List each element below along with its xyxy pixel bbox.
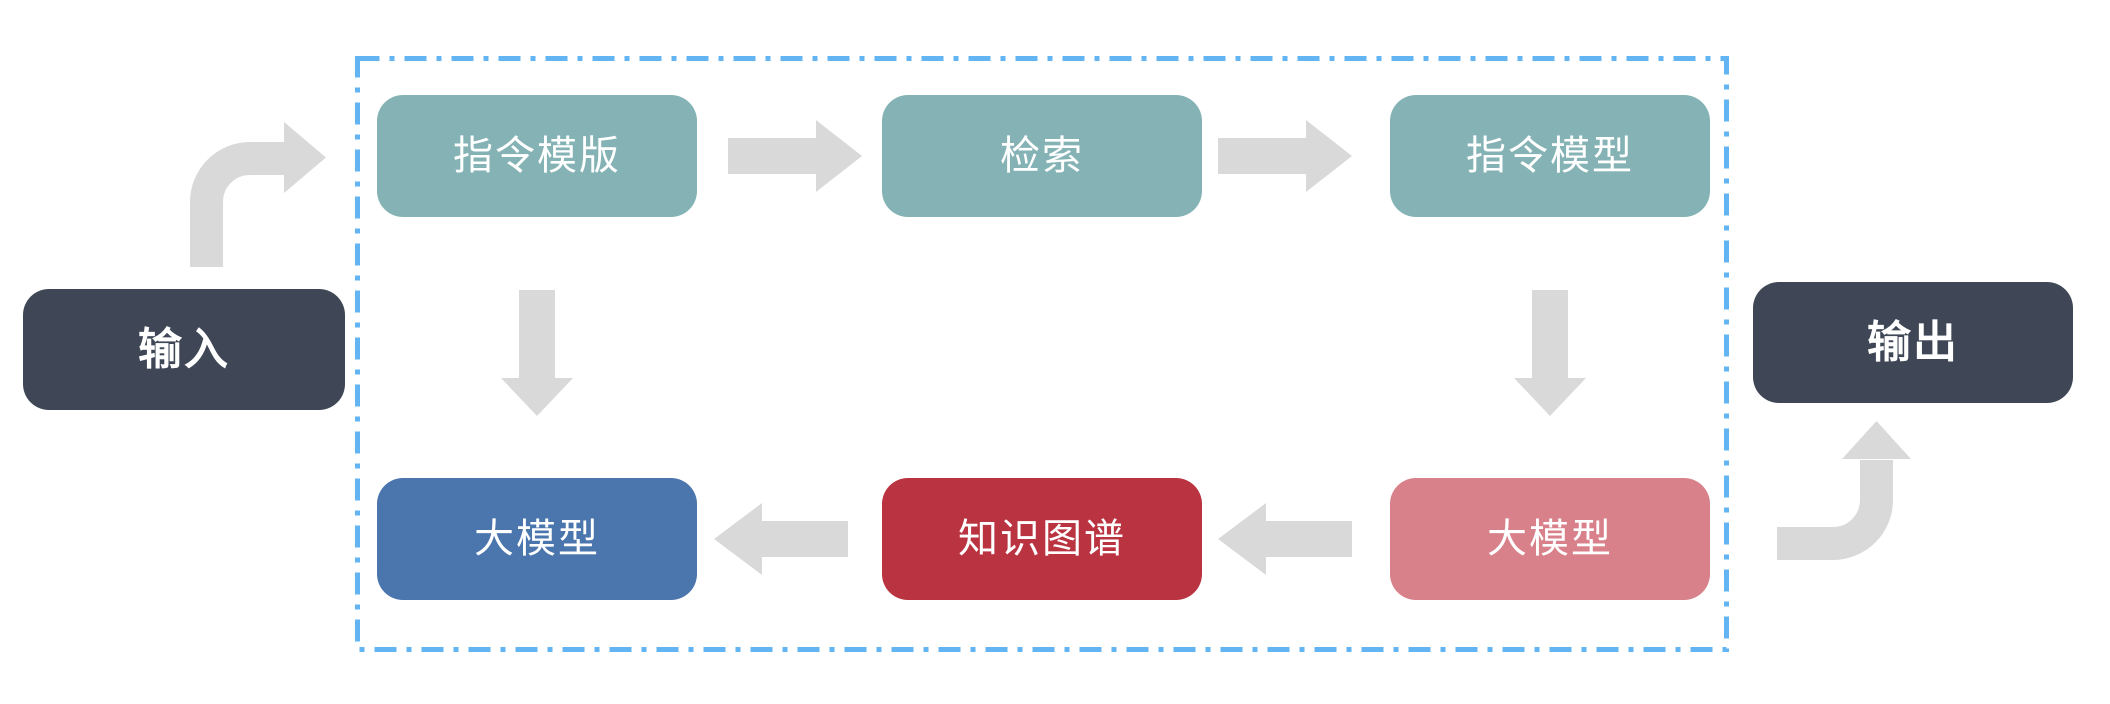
arrow-kg-to-llm-icon xyxy=(714,503,848,575)
node-instruction-model: 指令模型 xyxy=(1390,95,1710,217)
node-instruction-template-label: 指令模版 xyxy=(453,134,621,178)
node-retrieval-label: 检索 xyxy=(1000,134,1084,178)
node-llm-right: 大模型 xyxy=(1390,478,1710,600)
node-retrieval: 检索 xyxy=(882,95,1202,217)
node-input: 输入 xyxy=(23,289,345,410)
arrow-group xyxy=(190,120,1911,575)
node-knowledge-graph: 知识图谱 xyxy=(882,478,1202,600)
arrow-template-down-icon xyxy=(501,290,573,416)
arrow-template-to-retrieval-icon xyxy=(728,120,862,192)
arrow-input-elbow-icon xyxy=(190,142,286,267)
dashed-container-border xyxy=(355,56,1729,652)
arrow-retrieval-to-model-icon xyxy=(1218,120,1352,192)
node-input-label: 输入 xyxy=(138,324,230,374)
arrow-input-elbow-head-icon xyxy=(284,122,326,193)
node-llm-left: 大模型 xyxy=(377,478,697,600)
arrow-llm-to-kg-icon xyxy=(1218,503,1352,575)
arrow-output-elbow-icon xyxy=(1777,460,1893,560)
node-llm-right-label: 大模型 xyxy=(1487,517,1613,561)
arrow-model-down-icon xyxy=(1514,290,1586,416)
arrow-output-elbow-head-icon xyxy=(1842,421,1911,459)
node-output: 输出 xyxy=(1753,282,2073,403)
node-output-label: 输出 xyxy=(1867,317,1959,367)
node-instruction-template: 指令模版 xyxy=(377,95,697,217)
node-knowledge-graph-label: 知识图谱 xyxy=(958,517,1126,561)
node-llm-left-label: 大模型 xyxy=(474,517,600,561)
node-instruction-model-label: 指令模型 xyxy=(1466,134,1634,178)
